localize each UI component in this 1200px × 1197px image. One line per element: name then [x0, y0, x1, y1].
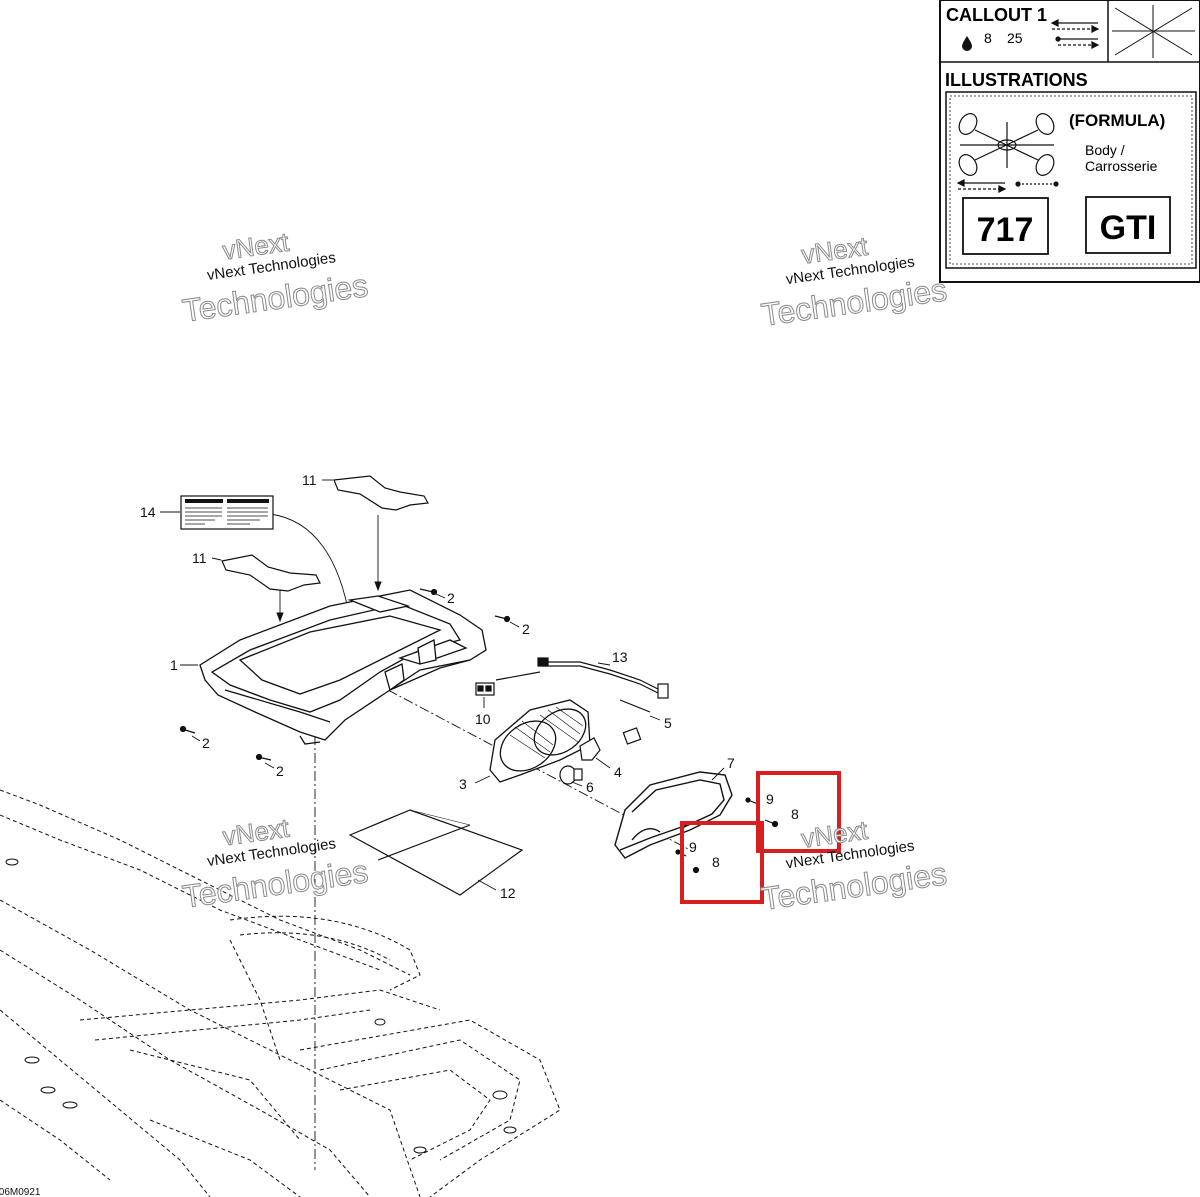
part-11-upper-pad [333, 475, 429, 511]
watermark-4: vNext vNext Technologies Technologies [758, 814, 949, 917]
part-7-lens [614, 771, 733, 859]
callout-8b: 8 [712, 854, 720, 870]
callout-7: 7 [727, 755, 735, 771]
callout-2c: 2 [202, 735, 210, 751]
part-4-socket [579, 737, 601, 761]
part-1-tail-cover [199, 589, 487, 745]
callout-2b: 2 [522, 621, 530, 637]
body-label-2: Carrosserie [1085, 158, 1158, 174]
illustrations-title: ILLUSTRATIONS [945, 70, 1088, 90]
callout-2a: 2 [447, 590, 455, 606]
callout-leaders [160, 479, 725, 891]
callout-9a: 9 [766, 791, 774, 807]
callout-5: 5 [664, 715, 672, 731]
part-10-connector [475, 682, 495, 696]
callout-6: 6 [586, 779, 594, 795]
formula-label: (FORMULA) [1069, 111, 1165, 130]
callout-8a: 8 [791, 806, 799, 822]
part-3-light-housing [489, 699, 591, 783]
callout-12: 12 [500, 885, 516, 901]
callout-2d: 2 [276, 763, 284, 779]
oil-drop-icon [962, 36, 972, 51]
callout-11b: 11 [192, 550, 207, 566]
callout-4: 4 [614, 764, 622, 780]
highlight-box-lower [680, 821, 764, 904]
watermark-2: vNext vNext Technologies Technologies [759, 230, 950, 333]
chassis-holes [5, 858, 517, 1154]
vehicle-layout-icon [958, 113, 1055, 176]
callout-9b: 9 [689, 839, 697, 855]
part-11-lower-pad [221, 554, 321, 592]
legend-arrows-icon [956, 179, 1059, 193]
model-name: GTI [1100, 209, 1157, 247]
callout-1: 1 [170, 657, 178, 673]
part-5-grommet [619, 699, 651, 745]
callout-3: 3 [459, 776, 467, 792]
callout-14: 14 [140, 504, 156, 520]
body-label-1: Body / [1085, 142, 1125, 158]
callout-10: 10 [475, 711, 491, 727]
watermark-1: vNext vNext Technologies Technologies [180, 226, 371, 329]
chassis-outline [0, 789, 561, 1197]
model-code: 717 [977, 211, 1034, 249]
highlight-box-upper [756, 771, 841, 853]
callout-qty-b: 25 [1007, 30, 1023, 46]
legend-panel: CALLOUT 1 8 25 ILLUSTRATIONS [939, 0, 1200, 283]
part-6-bulb [559, 765, 583, 785]
direction-arrows-icon [1050, 19, 1100, 49]
torque-pattern-icon [1112, 5, 1195, 58]
figure-code: f06M0921 [0, 1187, 41, 1197]
watermark-3: vNext vNext Technologies Technologies [180, 812, 371, 915]
callout-title: CALLOUT 1 [946, 5, 1047, 25]
highlight-boxes [680, 771, 841, 904]
part-12-pad [348, 809, 524, 896]
part-13-wire-harness [495, 657, 669, 699]
callout-13: 13 [612, 649, 628, 665]
callout-qty-a: 8 [984, 30, 992, 46]
callout-11a: 11 [302, 472, 317, 488]
part-14-warning-label [180, 495, 274, 530]
part-2-screws [179, 588, 511, 761]
